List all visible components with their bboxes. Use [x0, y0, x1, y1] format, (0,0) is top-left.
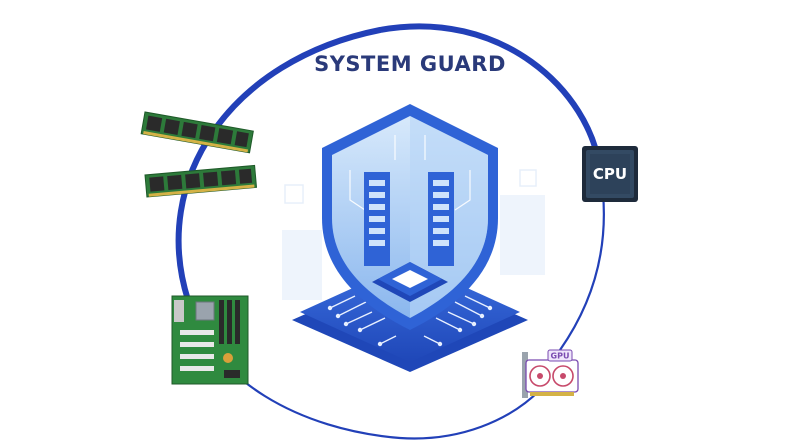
- graphics-card-icon: GPU: [522, 349, 579, 398]
- motherboard-icon: [171, 295, 249, 385]
- background-panels: [282, 169, 545, 300]
- server-rack-right: [428, 172, 454, 266]
- page-title: SYSTEM GUARD: [314, 52, 506, 76]
- cpu-chip-icon: CPU: [582, 146, 638, 202]
- gpu-label: GPU: [551, 352, 570, 361]
- central-chip: [372, 262, 448, 302]
- ram-modules-icon: [140, 111, 258, 198]
- shield-circuit-icon: [322, 104, 498, 330]
- cpu-label: CPU: [593, 165, 627, 183]
- server-rack-left: [364, 172, 390, 266]
